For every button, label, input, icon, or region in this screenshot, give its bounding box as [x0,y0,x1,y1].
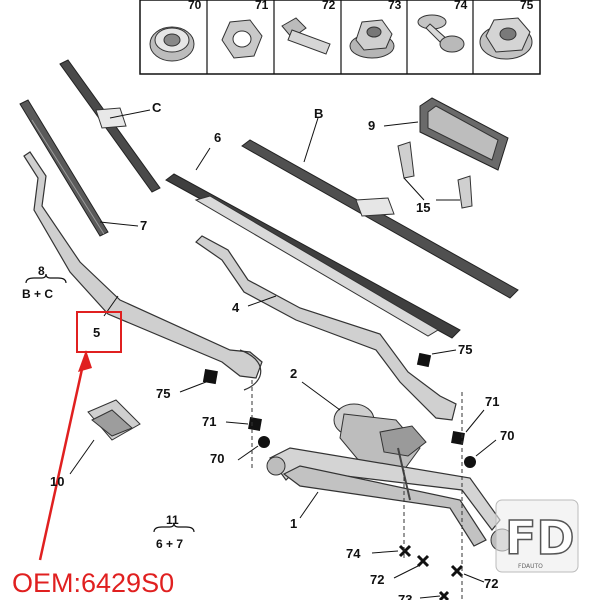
part-71-hexnut-icon [221,19,263,59]
label-6: 6 [214,130,221,145]
oem-number: OEM:6429S0 [12,568,174,598]
nut-75-right [416,349,457,368]
label-72-left: 72 [370,572,384,587]
label-1: 1 [290,516,297,531]
part-72-bolt-icon [281,17,331,55]
part-75-nut-icon [479,17,533,60]
callout-arrow [38,350,92,561]
wiper-blade-7 [19,99,139,237]
clips-15 [397,141,473,209]
wiper-blade-6 [165,147,461,339]
clip-10 [69,399,141,475]
assembly-guides [251,380,463,600]
header-label-71: 71 [255,0,269,12]
part-73-flangenut-icon [349,19,395,59]
label-9: 9 [368,118,375,133]
header-label-74: 74 [454,0,468,12]
label-b: B [314,106,323,121]
nut-75-left [179,369,218,393]
bolt-73 [419,590,450,600]
label-10: 10 [50,474,64,489]
watermark-logo-text: FD [505,511,575,565]
label-74: 74 [346,546,361,561]
part-74-screw-icon [417,14,465,53]
label-15: 15 [416,200,430,215]
header-label-75: 75 [520,0,534,12]
header-label-73: 73 [388,0,402,12]
label-8-sub: B + C [22,287,53,301]
wiper-blade-c [59,59,161,193]
washer-71-left [225,417,262,431]
header-label-72: 72 [322,0,336,12]
watermark-sub-text: FDAUTO [518,563,543,570]
label-4: 4 [232,300,240,315]
label-71-right: 71 [485,394,499,409]
label-8: 8 [38,264,45,278]
cap-70-right [464,439,497,468]
label-75-right: 75 [458,342,472,357]
label-72-right: 72 [484,576,498,591]
washer-71-right [451,409,485,445]
wiper-arm-5 [23,151,263,391]
label-7: 7 [140,218,147,233]
bracket-9 [383,97,509,171]
label-5: 5 [93,325,100,340]
highlight-box-5: 5 [76,311,122,353]
header-parts-table: 70 71 72 73 74 75 [139,0,541,75]
label-71-left: 71 [202,414,216,429]
label-c: C [152,100,162,115]
label-11: 11 [166,513,179,527]
wiper-arm-4 [195,235,457,421]
label-70-left: 70 [210,451,224,466]
cap-70-left [237,436,270,461]
label-75-left: 75 [156,386,170,401]
bolt-72-left [393,554,430,579]
label-2: 2 [290,366,297,381]
label-73: 73 [398,592,412,600]
header-label-70: 70 [188,0,202,12]
bolt-72-right [450,564,485,583]
screw-74 [371,544,412,558]
label-11-sub: 6 + 7 [156,537,183,551]
fd-watermark-logo: FD FDAUTO [495,499,579,573]
wiper-blade-b [241,117,519,299]
reference-8: 8 B + C [22,264,67,301]
label-70-right: 70 [500,428,514,443]
part-70-grommet-icon [149,26,195,62]
reference-11: 11 6 + 7 [153,513,195,551]
